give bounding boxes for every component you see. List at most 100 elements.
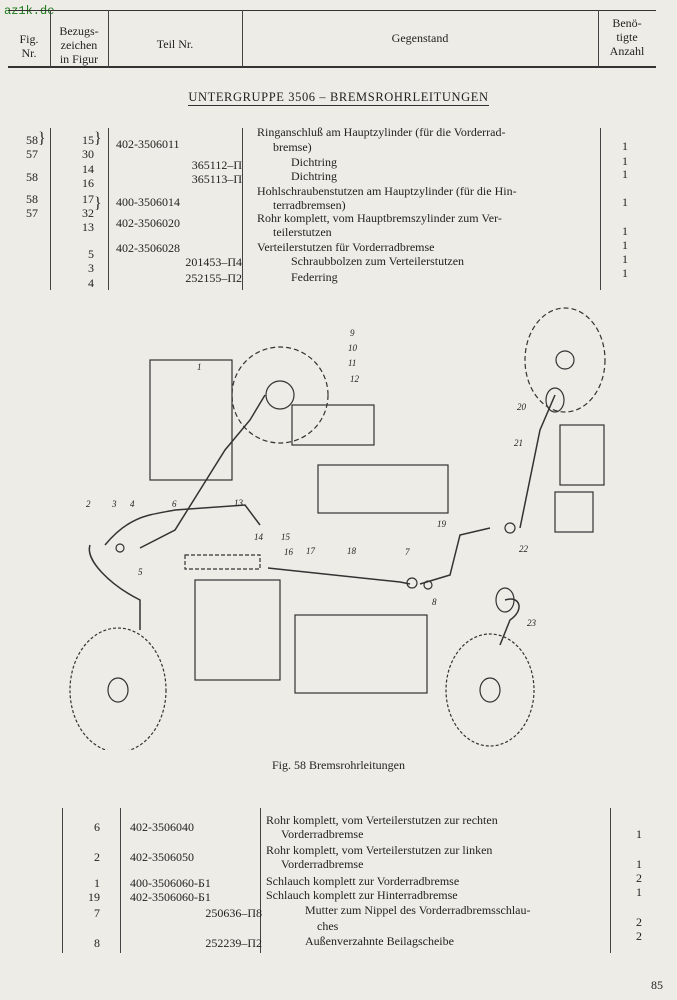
detail-inset-rear-hose <box>559 424 605 486</box>
rear-brake-hub <box>555 350 575 370</box>
figure-caption: Fig. 58 Bremsrohrleitungen <box>272 758 405 772</box>
detail-inset-distributor <box>194 579 281 681</box>
table-cell-fig: 58 <box>26 133 38 147</box>
table-cell-desc: Hohlschraubenstutzen am Hauptzylinder (f… <box>257 184 517 198</box>
column-rule <box>120 808 121 953</box>
front-brake-hub <box>265 380 295 410</box>
table-cell-ref: 2 <box>94 850 100 864</box>
table-cell-ref: 15 <box>82 133 94 147</box>
table-cell-part: 252155–П2 <box>185 271 242 285</box>
callout-16: 16 <box>284 547 294 557</box>
table-cell-qty: 1 <box>622 252 628 266</box>
callout-3: 3 <box>111 499 117 509</box>
callout-9: 9 <box>350 328 355 338</box>
bracket: } <box>38 130 46 147</box>
table-cell-desc: bremse) <box>273 140 312 154</box>
callout-14: 14 <box>254 532 264 542</box>
loop-20-top <box>545 387 565 413</box>
table-cell-desc: Schlauch komplett zur Hinterradbremse <box>266 888 458 902</box>
callout-10: 10 <box>348 343 358 353</box>
detail-inset-hollow-screw <box>294 614 428 694</box>
front-left-hub <box>107 677 129 703</box>
header-bottom-rule <box>8 66 656 68</box>
table-cell-qty: 2 <box>636 915 642 929</box>
table-cell-part: 400-3506014 <box>116 195 180 209</box>
table-cell-qty: 1 <box>622 154 628 168</box>
nut-7 <box>406 577 418 589</box>
callout-2: 2 <box>86 499 91 509</box>
table-cell-part: 402-3506020 <box>116 216 180 230</box>
table-cell-desc: Verteilerstutzen für Vorderradbremse <box>257 240 435 254</box>
table-cell-qty: 1 <box>622 266 628 280</box>
bracket: } <box>94 195 102 212</box>
table-cell-desc: Federring <box>291 270 338 284</box>
callout-12: 12 <box>350 374 360 384</box>
table-cell-ref: 19 <box>88 890 100 904</box>
table-cell-ref: 5 <box>88 247 94 261</box>
table-cell-ref: 1 <box>94 876 100 890</box>
table-cell-fig: 57 <box>26 206 38 220</box>
table-cell-qty: 1 <box>622 238 628 252</box>
table-cell-part: 365113–П <box>191 172 242 186</box>
table-cell-qty: 1 <box>636 857 642 871</box>
table-cell-desc: Vorderradbremse <box>281 857 364 871</box>
column-rule <box>242 128 243 290</box>
brake-hose-19 <box>419 527 491 585</box>
table-cell-part: 250636–П8 <box>205 906 262 920</box>
table-cell-desc: ches <box>317 919 339 933</box>
detail-inset-rear-fitting <box>554 491 594 533</box>
callout-13: 13 <box>234 498 244 508</box>
table-cell-ref: 7 <box>94 906 100 920</box>
table-cell-qty: 2 <box>636 929 642 943</box>
column-rule <box>260 808 261 953</box>
header-divider <box>242 10 243 67</box>
header-divider <box>50 10 51 67</box>
table-cell-part: 402-3506028 <box>116 241 180 255</box>
column-rule <box>50 128 51 290</box>
brake-line-23 <box>499 598 520 646</box>
table-cell-ref: 3 <box>88 261 94 275</box>
header-part: Teil Nr. <box>156 37 194 51</box>
table-cell-desc: Rohr komplett, vom Verteilerstutzen zur … <box>266 843 493 857</box>
distributor-22 <box>504 522 516 534</box>
header-divider <box>108 10 109 67</box>
table-cell-desc: Rohr komplett, vom Verteilerstutzen zur … <box>266 813 498 827</box>
table-cell-desc: Dichtring <box>291 169 337 183</box>
header-divider <box>598 10 599 67</box>
front-brake-plate <box>231 346 329 444</box>
detail-inset-hose <box>149 359 233 481</box>
site-watermark: az1k.de <box>4 4 55 18</box>
table-cell-desc: Mutter zum Nippel des Vorderradbremsschl… <box>305 903 531 917</box>
table-cell-desc: Ringanschluß am Hauptzylinder (für die V… <box>257 125 506 139</box>
table-cell-part: 402-3506050 <box>130 850 194 864</box>
callout-11: 11 <box>348 358 356 368</box>
table-cell-qty: 1 <box>622 224 628 238</box>
master-cylinder <box>184 554 261 570</box>
table-cell-qty: 1 <box>622 167 628 181</box>
table-cell-ref: 17 <box>82 192 94 206</box>
bracket: } <box>94 130 102 147</box>
table-cell-ref: 16 <box>82 176 94 190</box>
table-cell-desc: Außenverzahnte Beilagscheibe <box>305 934 454 948</box>
table-cell-ref: 14 <box>82 162 94 176</box>
table-cell-fig: 58 <box>26 192 38 206</box>
table-cell-part: 402-3506040 <box>130 820 194 834</box>
page-number: 85 <box>651 978 663 992</box>
callout-20: 20 <box>517 402 527 412</box>
table-cell-ref: 13 <box>82 220 94 234</box>
table-cell-ref: 8 <box>94 936 100 950</box>
rear-brake-plate <box>524 307 606 413</box>
table-cell-desc: Schlauch komplett zur Vorderradbremse <box>266 874 460 888</box>
section-title: UNTERGRUPPE 3506 – BREMSROHRLEITUNGEN <box>188 90 489 106</box>
table-cell-desc: Vorderradbremse <box>281 827 364 841</box>
table-cell-part: 252239–П2 <box>205 936 262 950</box>
callout-19: 19 <box>437 519 447 529</box>
table-cell-part: 365112–П <box>191 158 242 172</box>
brake-line-21 <box>519 394 556 529</box>
column-rule <box>62 808 63 953</box>
rear-right-wheel <box>445 633 535 747</box>
table-cell-desc: Rohr komplett, vom Hauptbremszylinder zu… <box>257 211 502 225</box>
header-subject: Gegenstand <box>391 31 449 45</box>
callout-17: 17 <box>306 546 316 556</box>
